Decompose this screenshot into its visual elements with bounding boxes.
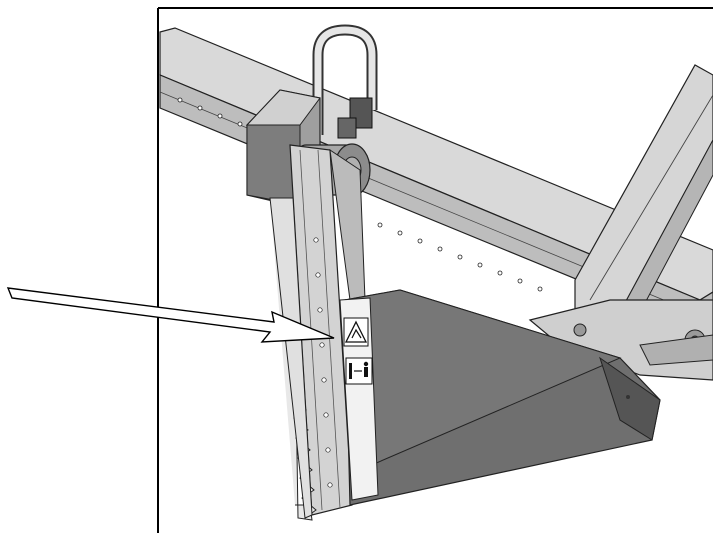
hydraulic-hose (312, 24, 378, 139)
mounting-bracket (528, 299, 713, 381)
person-distance-icon (349, 363, 352, 379)
sickle-knife (269, 197, 317, 521)
safety-decal-strip (339, 297, 379, 501)
vertical-cutter-frame (289, 144, 366, 516)
figure-frame (157, 7, 713, 533)
pointer-arrow (6, 287, 335, 343)
